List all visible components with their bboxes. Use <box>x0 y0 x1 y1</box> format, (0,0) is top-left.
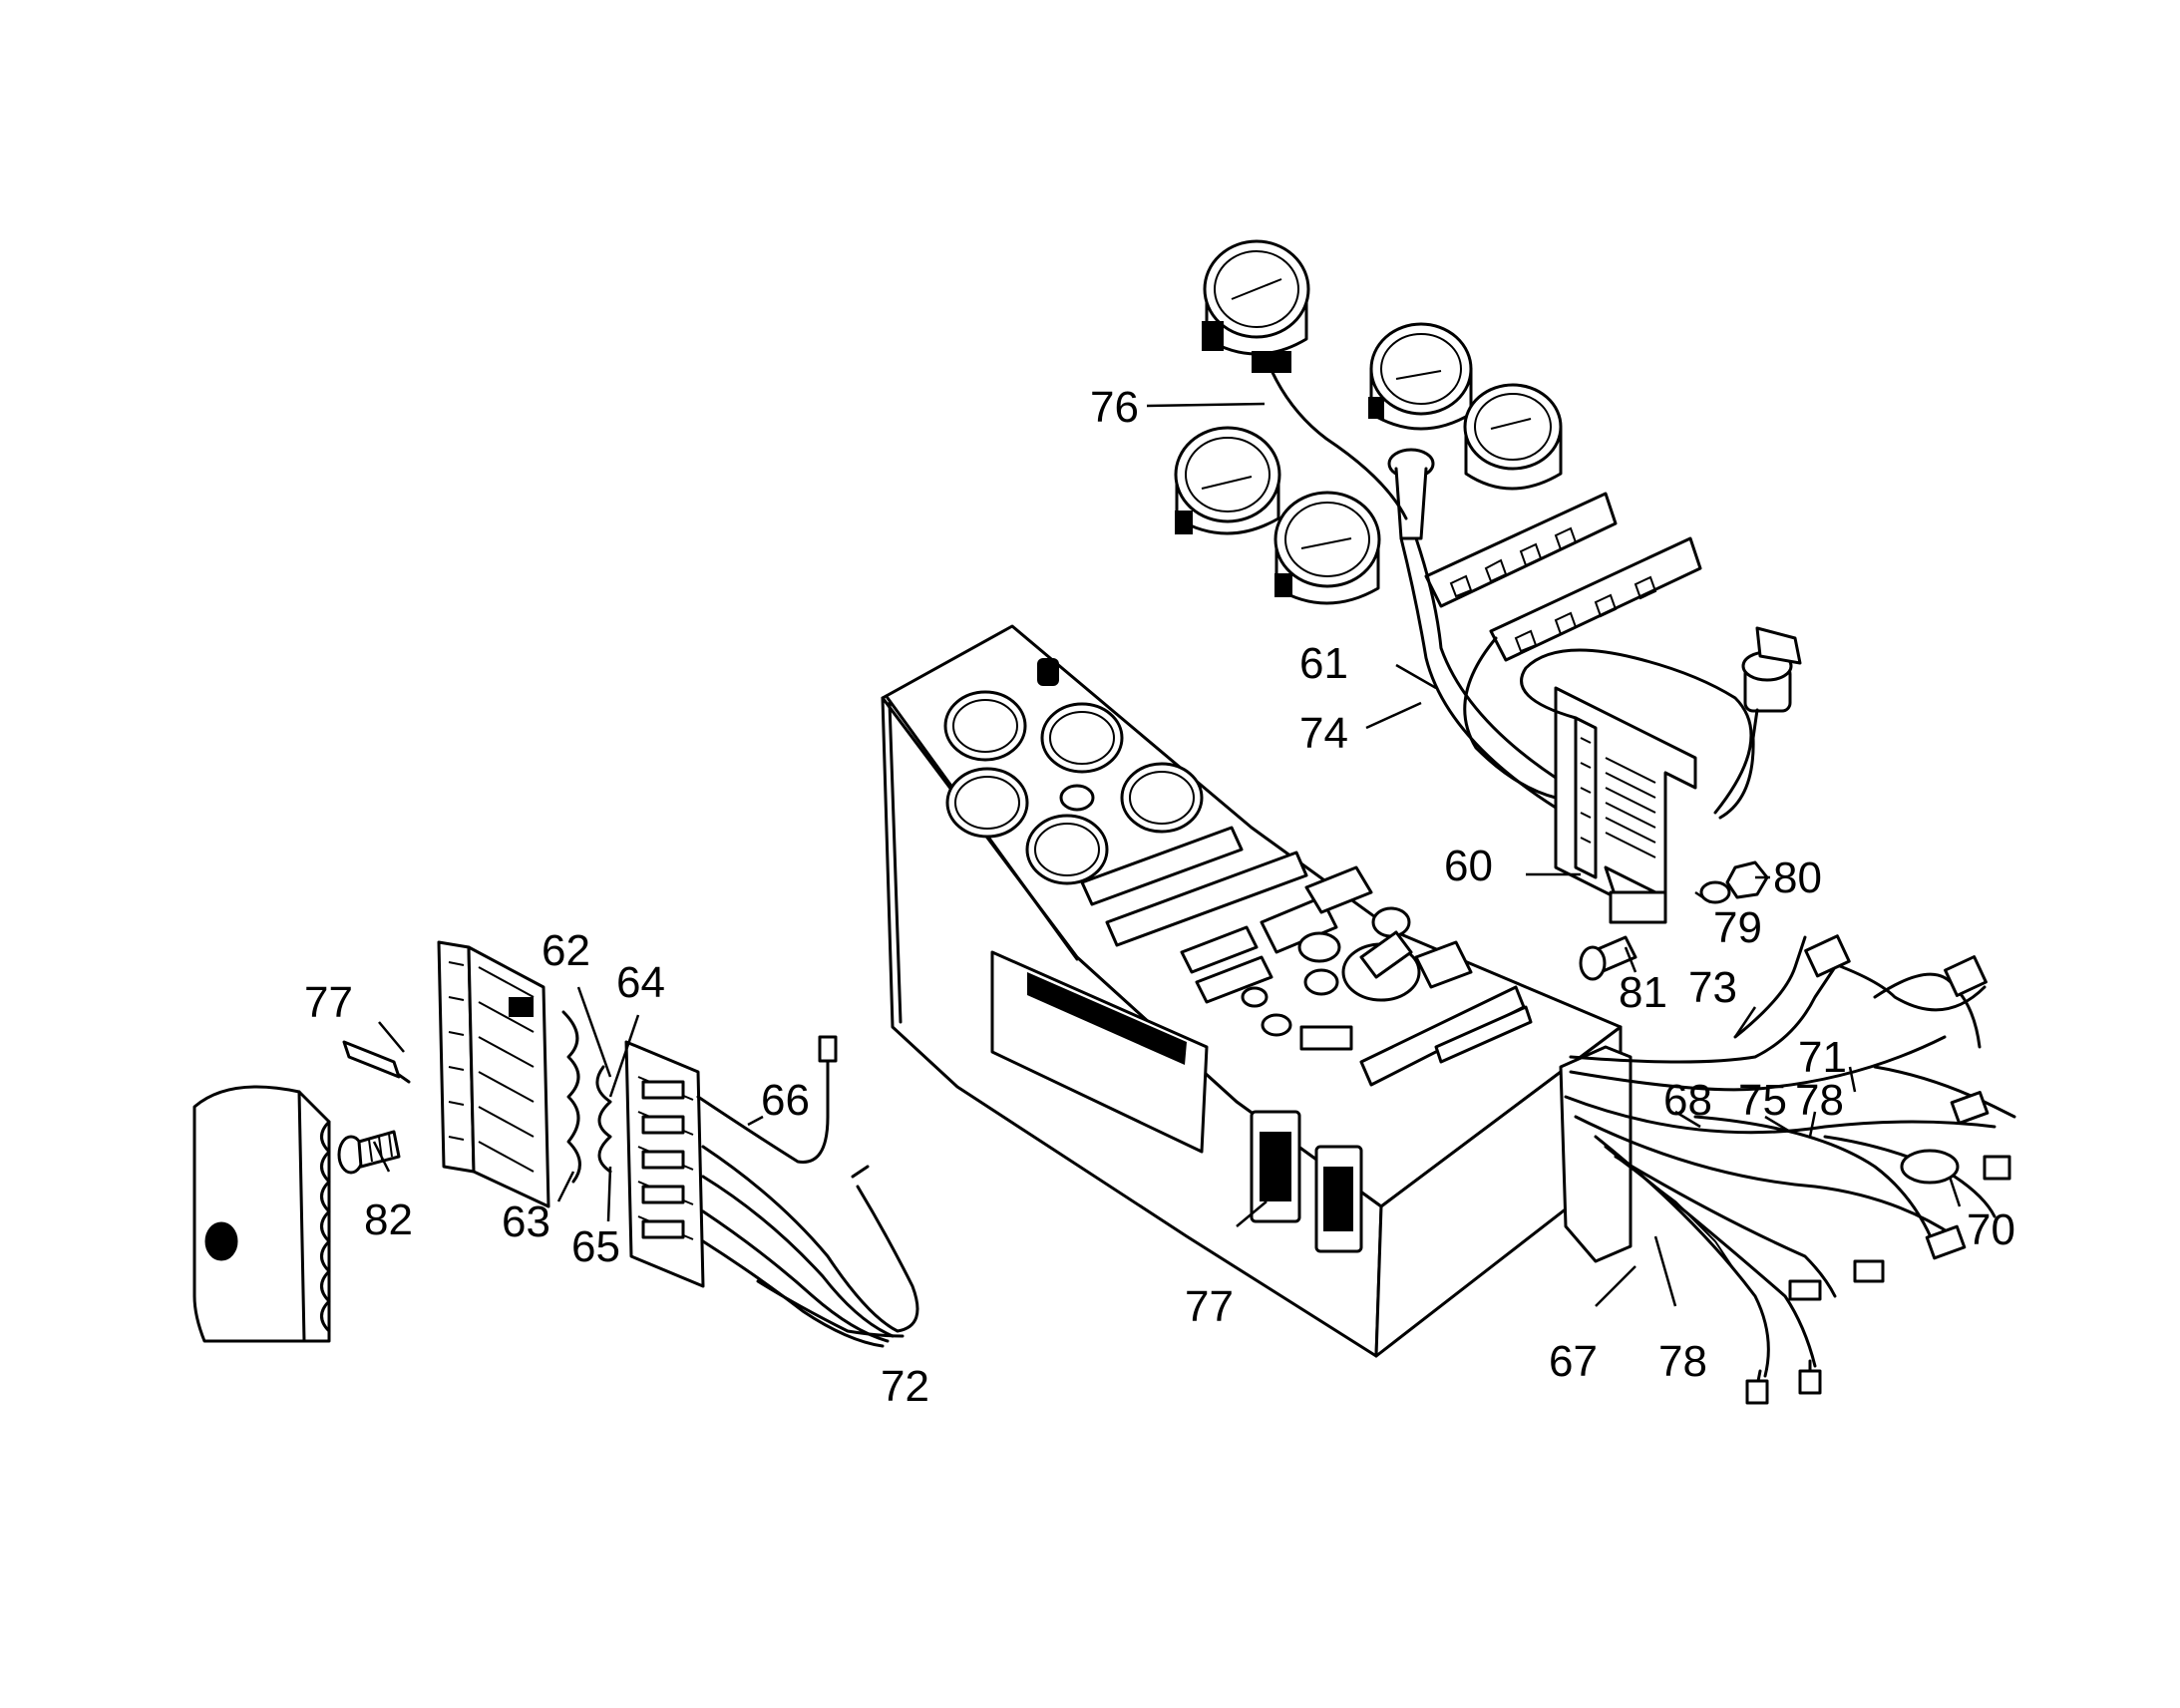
callout-78a: 78 <box>1795 1076 1844 1125</box>
cover-plate <box>192 1085 331 1343</box>
callout-66: 66 <box>761 1076 810 1125</box>
gauge-4 <box>1174 426 1281 535</box>
callout-79: 79 <box>1713 903 1762 952</box>
callout-70: 70 <box>1967 1205 2015 1254</box>
washer-79 <box>1699 880 1731 904</box>
callout-71: 71 <box>1798 1033 1847 1082</box>
callout-73: 73 <box>1688 963 1737 1012</box>
fuse-board-right <box>624 1040 705 1288</box>
callout-72: 72 <box>881 1362 929 1411</box>
callout-78b: 78 <box>1658 1337 1707 1386</box>
callout-61: 61 <box>1299 639 1348 688</box>
callout-labels: 60 61 62 63 64 65 66 67 68 70 71 72 73 7… <box>304 383 2015 1411</box>
screw-82 <box>337 1130 401 1175</box>
jumper-links <box>561 1010 612 1184</box>
callout-74: 74 <box>1299 709 1348 758</box>
callout-62: 62 <box>542 926 590 975</box>
ignition-switch <box>1741 626 1802 740</box>
terminal-board <box>1554 686 1697 924</box>
nut-80 <box>1725 860 1769 899</box>
callout-68: 68 <box>1663 1076 1712 1125</box>
callout-82: 82 <box>364 1196 413 1244</box>
fuse-77 <box>342 1040 411 1084</box>
leader-lines <box>372 402 1962 1307</box>
wiring-upper <box>1265 357 1755 820</box>
switch-strips <box>1424 492 1702 662</box>
callout-67: 67 <box>1549 1337 1598 1386</box>
gauge-5 <box>1273 491 1381 605</box>
callout-81: 81 <box>1619 968 1667 1017</box>
relay-board-left <box>437 940 550 1208</box>
gauge-2 <box>1368 322 1473 431</box>
callout-64: 64 <box>616 958 665 1007</box>
callout-75: 75 <box>1738 1076 1787 1125</box>
callout-77b: 77 <box>1185 1282 1234 1331</box>
callout-63: 63 <box>502 1197 550 1246</box>
callout-60: 60 <box>1444 842 1493 890</box>
callout-77a: 77 <box>304 978 353 1027</box>
callout-65: 65 <box>571 1222 620 1271</box>
wire-harness <box>1559 934 2016 1405</box>
callout-76: 76 <box>1090 383 1139 432</box>
indicator-lamp <box>1387 448 1435 540</box>
gauge-3 <box>1463 383 1563 491</box>
board-wires <box>696 1035 919 1348</box>
callout-80: 80 <box>1773 854 1822 902</box>
gauge-group <box>1174 239 1563 605</box>
gauge-1 <box>1202 239 1310 373</box>
bolt-81 <box>1579 935 1637 981</box>
dashboard-console <box>881 624 1623 1358</box>
